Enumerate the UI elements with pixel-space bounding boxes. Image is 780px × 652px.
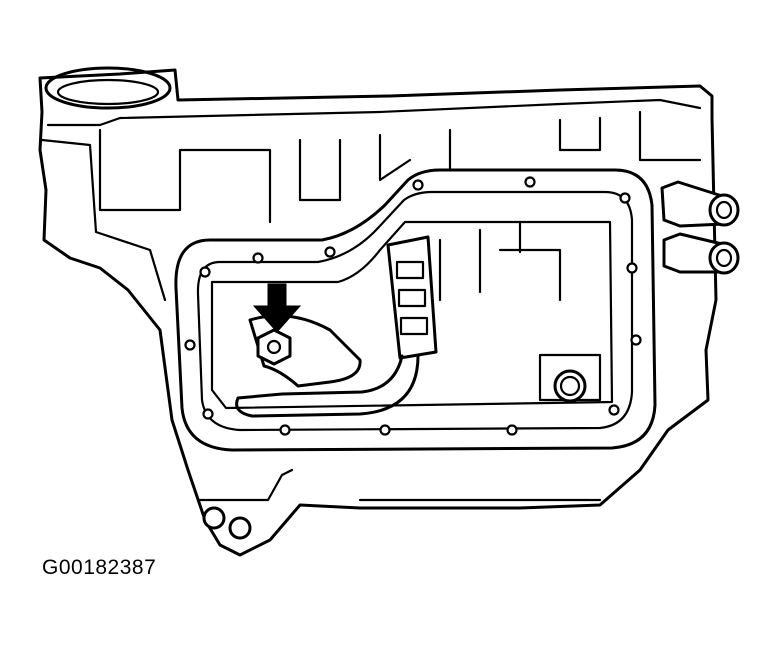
sensor-connector <box>386 235 438 360</box>
oil-pan-flange-inner <box>196 190 634 432</box>
arrow-down-icon <box>252 283 302 333</box>
figure-id-label: G00182387 <box>42 556 157 579</box>
drain-plug <box>553 369 587 403</box>
oil-pan-flange-outer <box>174 168 657 452</box>
case-top-flange <box>46 98 702 127</box>
oil-pan-cavity <box>210 220 614 410</box>
filler-neck <box>44 66 172 110</box>
sensor-retaining-bolt <box>256 328 292 366</box>
left-case-edge <box>40 138 167 302</box>
cooler-line-fittings <box>660 180 740 275</box>
pan-bolts <box>184 176 642 436</box>
filler-neck-inner <box>56 78 160 106</box>
valve-body-detail <box>438 220 602 402</box>
sensor-harness <box>235 354 420 418</box>
upper-case-ribs <box>98 110 702 224</box>
transmission-case-outline <box>38 68 718 557</box>
lower-case-bosses <box>198 468 602 540</box>
